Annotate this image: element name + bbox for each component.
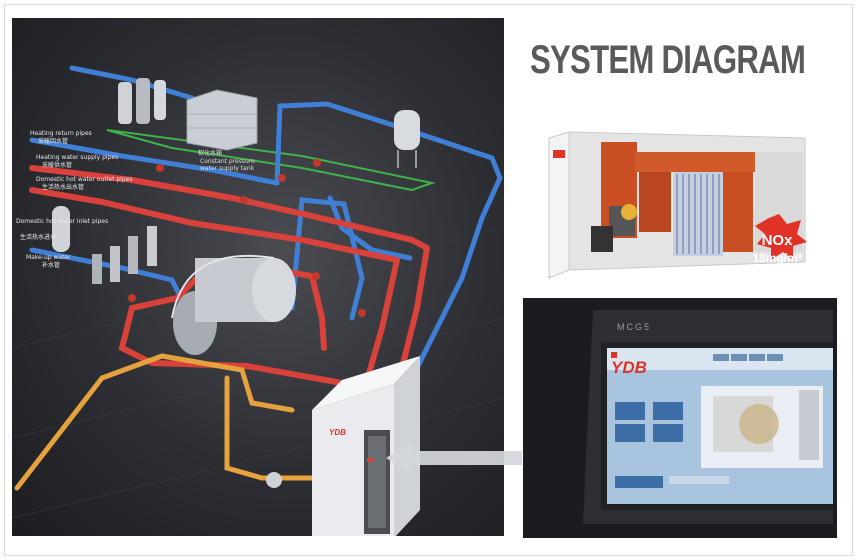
label-makeup-cn: 补水管	[42, 262, 61, 269]
label-makeup: Make-up water	[26, 254, 71, 261]
nox-value: 18mg/m³	[752, 251, 802, 265]
green-pipe	[106, 129, 436, 192]
system-diagram: Heating return pipes 采暖回水管 Heating water…	[12, 18, 504, 536]
domestic-water-tank	[52, 206, 70, 252]
pumps	[92, 226, 157, 284]
nox-badge	[755, 214, 807, 260]
label-softened-tank: 软化水箱	[198, 150, 223, 157]
panel-model-label: MCG5	[617, 322, 652, 332]
control-panel-photo	[523, 298, 837, 538]
label-domestic-outlet: Domestic hot water outlet pipes	[36, 176, 133, 183]
water-tank	[186, 89, 258, 151]
boiler-cutaway-illustration	[548, 131, 807, 279]
label-heating-supply: Heating water supply pipes	[36, 154, 119, 161]
label-domestic-outlet-cn: 生活热水出水管	[42, 184, 85, 191]
label-heating-supply-cn: 采暖供水管	[42, 162, 73, 169]
page-title: SYSTEM DIAGRAM	[530, 38, 806, 82]
gas-meter	[266, 472, 282, 488]
screen-brand-logo: YDB	[611, 358, 647, 377]
boiler-brand-logo: YDB	[329, 428, 346, 437]
label-heating-return-cn: 采暖回水管	[38, 138, 69, 145]
filter-tanks	[118, 78, 166, 124]
gas-pipe	[14, 353, 315, 491]
nox-label: NOx	[761, 232, 793, 249]
storage-tank	[171, 254, 296, 355]
label-domestic-inlet-cn: 生活热水进水	[20, 234, 57, 241]
label-constant-pressure: Constant pressure water supply tank	[200, 158, 255, 172]
boiler-cutaway-photo	[543, 130, 833, 282]
cold-water-pipes	[29, 65, 503, 421]
burner-assembly	[591, 204, 637, 252]
screen-boiler-graphic	[701, 386, 823, 468]
expansion-tank	[394, 110, 420, 168]
control-panel-illustration	[523, 298, 837, 538]
nox-badge-text: NOx 18mg/m³	[732, 223, 822, 283]
label-domestic-inlet: Domestic hot water inlet pipes	[16, 218, 109, 225]
screen-parameter-boxes	[615, 402, 729, 488]
label-heating-return: Heating return pipes	[30, 130, 92, 137]
piping-illustration	[12, 65, 504, 536]
